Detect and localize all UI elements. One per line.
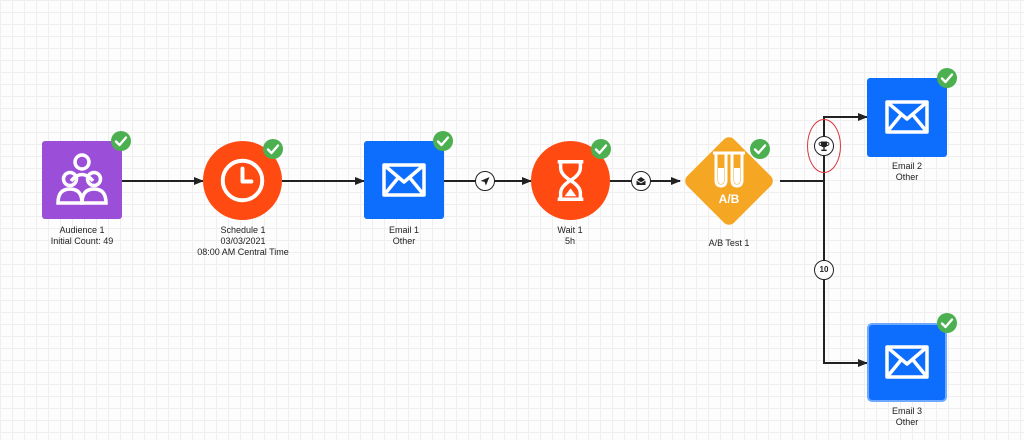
abtest-label: A/B Test 1 xyxy=(708,238,750,248)
edge-badge-opened[interactable] xyxy=(631,171,651,191)
clock-icon xyxy=(203,141,282,220)
envelope-icon xyxy=(364,141,444,219)
audience-node[interactable] xyxy=(42,141,122,219)
audience-icon xyxy=(42,141,122,219)
edge-branch-email3 xyxy=(823,181,868,367)
email2-node[interactable] xyxy=(867,78,947,157)
wait-node[interactable] xyxy=(531,141,610,220)
email1-label: Email 1 Other xyxy=(388,225,419,246)
envelope-icon xyxy=(867,78,947,157)
trophy-icon xyxy=(818,141,830,152)
wait-status-check-icon xyxy=(591,139,611,159)
envelope-open-icon xyxy=(636,176,646,186)
edge-badge-sent[interactable] xyxy=(475,171,495,191)
audience-label: Audience 1 Initial Count: 49 xyxy=(50,225,114,246)
edge-badge-split[interactable]: 10 xyxy=(814,260,834,280)
wait-label: Wait 1 5h xyxy=(557,225,583,246)
abtest-node[interactable]: A/B xyxy=(678,130,780,232)
schedule-node[interactable] xyxy=(203,141,282,220)
paper-plane-icon xyxy=(480,176,490,186)
abtest-status-check-icon xyxy=(750,139,770,159)
abtest-icon-text: A/B xyxy=(719,192,740,206)
schedule-label: Schedule 1 03/03/2021 08:00 AM Central T… xyxy=(197,225,289,257)
schedule-status-check-icon xyxy=(263,139,283,159)
winner-highlight xyxy=(807,119,841,173)
email3-label: Email 3 Other xyxy=(891,406,922,427)
email2-status-check-icon xyxy=(937,68,957,88)
envelope-icon xyxy=(867,323,947,402)
email1-status-check-icon xyxy=(433,131,453,151)
test-tubes-icon: A/B xyxy=(685,137,773,225)
email3-node[interactable] xyxy=(867,323,947,402)
audience-status-check-icon xyxy=(111,131,131,151)
split-count: 10 xyxy=(819,265,829,274)
email1-node[interactable] xyxy=(364,141,444,219)
email3-status-check-icon xyxy=(937,313,957,333)
edge-badge-winner[interactable] xyxy=(814,136,834,156)
email2-label: Email 2 Other xyxy=(891,161,922,182)
hourglass-icon xyxy=(531,141,610,220)
